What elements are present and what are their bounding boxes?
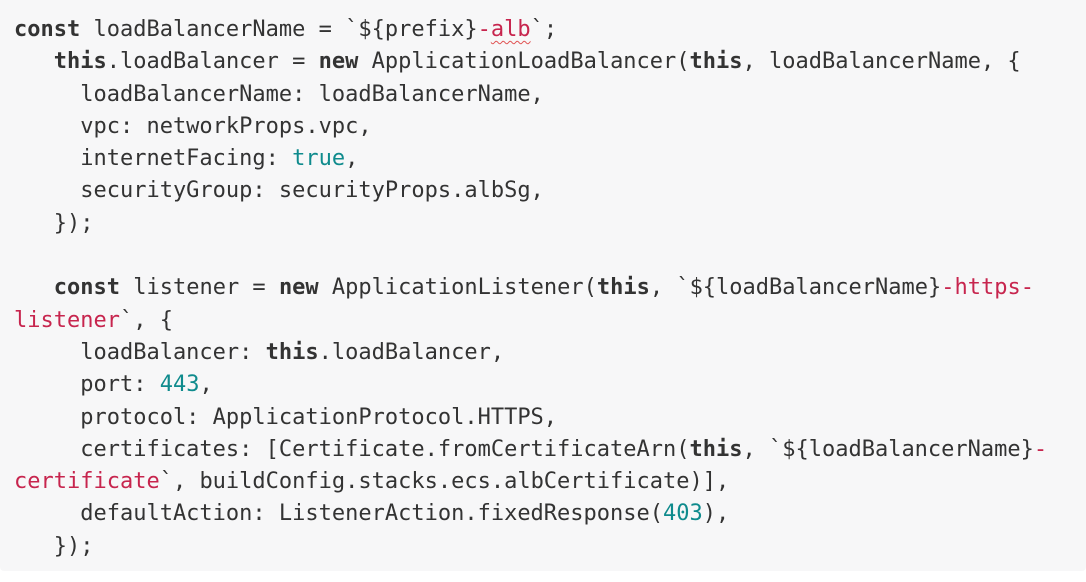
code-line: vpc: networkProps.vpc, xyxy=(14,111,1072,143)
code-line: securityGroup: securityProps.albSg, xyxy=(14,175,1072,207)
code-token-plain: , xyxy=(345,146,359,172)
code-line: const loadBalancerName = `${prefix}-alb`… xyxy=(14,14,1072,46)
code-token-plain: , xyxy=(199,372,213,398)
code-token-string: listener xyxy=(14,307,120,333)
code-token-plain: }); xyxy=(14,210,94,236)
code-token-keyword: new xyxy=(278,275,319,301)
code-token-keyword: this xyxy=(689,49,743,75)
page-background xyxy=(0,571,1086,582)
code-token-string: - xyxy=(1033,436,1048,462)
code-token-plain xyxy=(14,49,54,74)
code-token-plain: internetFacing: xyxy=(14,146,293,172)
code-line: certificate`, buildConfig.stacks.ecs.alb… xyxy=(14,466,1072,498)
code-token-plain: `, { xyxy=(119,307,173,333)
code-token-keyword: this xyxy=(596,275,650,301)
code-token-plain: }); xyxy=(14,533,94,559)
code-token-keyword: new xyxy=(318,49,359,75)
code-line: }); xyxy=(14,531,1072,563)
code-line: listener`, { xyxy=(14,305,1072,337)
code-line xyxy=(14,240,1072,272)
code-token-plain: certificates: [Certificate.fromCertifica… xyxy=(14,436,690,462)
code-token-plain: loadBalancer: xyxy=(14,339,266,365)
code-token-keyword: this xyxy=(265,339,319,365)
code-token-plain: loadBalancerName: loadBalancerName, xyxy=(14,81,544,107)
code-token-keyword: const xyxy=(53,275,120,301)
code-token-string-misspelled: alb xyxy=(490,17,531,42)
code-line: }); xyxy=(14,208,1072,240)
code-token-plain: `, buildConfig.stacks.ecs.albCertificate… xyxy=(159,469,730,495)
code-token-plain: listener = xyxy=(119,275,279,301)
code-token-plain: ), xyxy=(702,501,730,527)
code-token-plain: .loadBalancer, xyxy=(318,339,505,365)
code-token-keyword: this xyxy=(53,49,107,75)
code-token-plain: securityGroup: securityProps.albSg, xyxy=(14,178,544,204)
code-line: defaultAction: ListenerAction.fixedRespo… xyxy=(14,498,1072,530)
code-line: loadBalancer: this.loadBalancer, xyxy=(14,337,1072,369)
code-token-plain: protocol: ApplicationProtocol.HTTPS, xyxy=(14,404,558,430)
code-token-plain: port: xyxy=(14,372,160,398)
code-token-keyword: this xyxy=(689,436,743,462)
code-token-plain: , `${loadBalancerName} xyxy=(649,275,942,301)
code-token-plain: loadBalancerName = `${prefix} xyxy=(80,17,478,42)
code-token-number: 403 xyxy=(663,501,703,527)
code-token-string: -https- xyxy=(941,275,1034,301)
code-token-plain: vpc: networkProps.vpc, xyxy=(14,113,372,139)
code-token-plain: , loadBalancerName, { xyxy=(742,49,1021,75)
code-line: internetFacing: true, xyxy=(14,143,1072,175)
code-line: certificates: [Certificate.fromCertifica… xyxy=(14,434,1072,466)
code-token-plain: ApplicationListener( xyxy=(318,275,597,301)
code-token-plain: ApplicationLoadBalancer( xyxy=(358,49,690,75)
code-token-plain: .loadBalancer = xyxy=(106,49,319,75)
code-token-keyword: const xyxy=(14,17,81,42)
code-token-plain: `; xyxy=(530,17,558,42)
code-token-string: - xyxy=(477,17,491,42)
code-line: const listener = new ApplicationListener… xyxy=(14,272,1072,304)
code-token-plain: defaultAction: ListenerAction.fixedRespo… xyxy=(14,501,664,527)
code-token-plain xyxy=(14,275,54,300)
code-line: protocol: ApplicationProtocol.HTTPS, xyxy=(14,402,1072,434)
code-token-string: certificate xyxy=(14,469,160,495)
code-line: this.loadBalancer = new ApplicationLoadB… xyxy=(14,46,1072,78)
code-token-number: true xyxy=(292,146,346,172)
code-token-number: 443 xyxy=(159,372,200,398)
code-line: loadBalancerName: loadBalancerName, xyxy=(14,79,1072,111)
code-line: port: 443, xyxy=(14,369,1072,401)
code-token-plain: , `${loadBalancerName} xyxy=(742,436,1034,462)
